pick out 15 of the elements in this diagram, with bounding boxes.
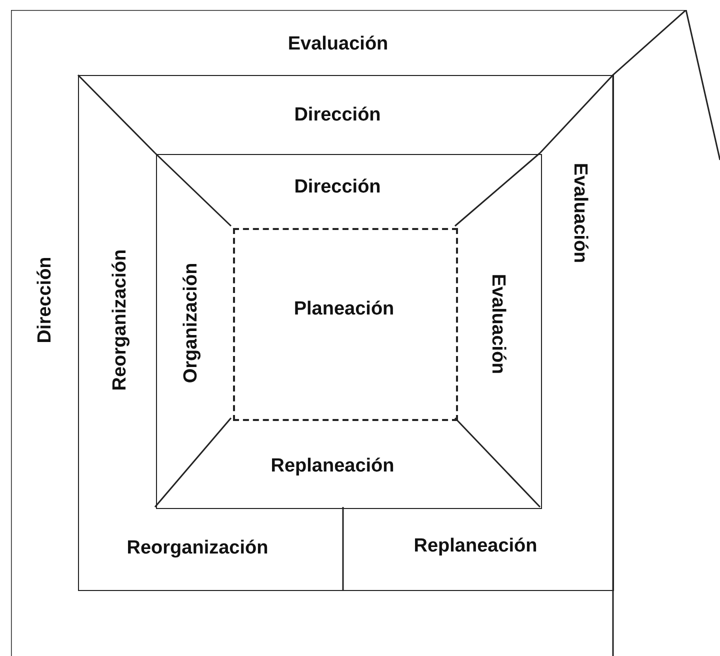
stage-label: Replaneación bbox=[414, 536, 538, 555]
stage-label: Evaluación bbox=[488, 273, 507, 374]
stage-label: Reorganización bbox=[126, 538, 268, 557]
stage-label: Evaluación bbox=[288, 34, 388, 54]
stage-label: Replaneación bbox=[270, 456, 394, 475]
stage-label: Organización bbox=[181, 262, 200, 383]
stage-label: Dirección bbox=[36, 256, 54, 344]
dashed-box bbox=[233, 228, 458, 421]
stage-label: Dirección bbox=[294, 105, 381, 124]
stage-label: Reorganización bbox=[110, 248, 129, 390]
stage-label: Dirección bbox=[294, 177, 381, 196]
frame-box bbox=[156, 154, 542, 509]
frame-box bbox=[78, 75, 614, 591]
stage-label: Planeación bbox=[294, 300, 394, 318]
stage-label: Evaluación bbox=[570, 162, 589, 263]
